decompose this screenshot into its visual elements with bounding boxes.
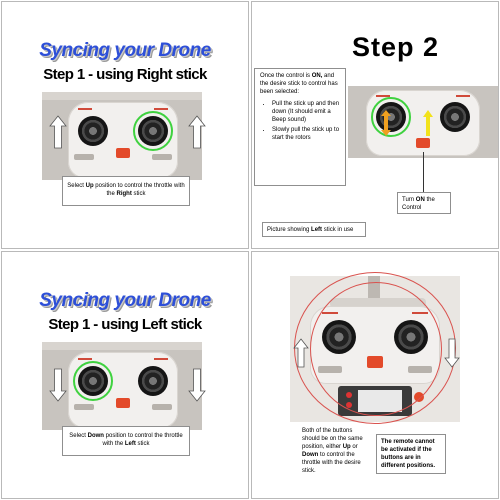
power-button	[116, 148, 130, 158]
instruction-bullet: Slowly pull the stick up to start the ro…	[272, 126, 340, 142]
left-stick-highlight	[73, 361, 113, 401]
left-note: Both of the buttons should be on the sam…	[302, 428, 363, 474]
instructions-box: Once the control is ON, and the desire s…	[254, 68, 346, 186]
right-stick	[440, 102, 470, 132]
left-stick	[78, 116, 108, 146]
left-stick-highlight	[371, 97, 411, 137]
arrow-up-icon	[188, 115, 206, 149]
arrow-down-icon	[444, 338, 460, 368]
panel-buttons-position: Both of the buttons should be on the sam…	[251, 251, 499, 499]
remote-photo	[348, 86, 498, 158]
panel-step2: Step 2 Once the control is ON, and the d…	[251, 1, 499, 249]
arrow-up-icon	[293, 338, 309, 368]
remote-photo	[42, 92, 202, 180]
right-stick-highlight	[133, 111, 173, 151]
warning-note: The remote cannot be activated if the bu…	[376, 434, 446, 474]
arrow-up-icon	[423, 110, 433, 136]
arrow-down-icon	[49, 368, 67, 402]
callout-line	[423, 152, 424, 192]
highlight-oval-inner	[310, 282, 442, 416]
panel-subheading: Step 1 - using Left stick	[48, 316, 202, 333]
panel-heading: Syncing your Drone	[39, 40, 211, 61]
step-title: Step 2	[352, 32, 440, 62]
panel-step1-left-stick: Syncing your Drone Step 1 - using Left s…	[1, 251, 249, 499]
remote-control	[68, 352, 178, 428]
arrow-down-icon	[188, 368, 206, 402]
panel-subheading: Step 1 - using Right stick	[43, 66, 207, 83]
turn-on-box: Turn ON the Control	[397, 192, 451, 214]
up-down-arrow-icon	[381, 110, 391, 136]
panel-heading: Syncing your Drone	[39, 290, 211, 311]
remote-photo	[42, 342, 202, 430]
caption-box: Select Down position to control the thro…	[62, 426, 190, 456]
instruction-bullet: Pull the stick up and then down (It shou…	[272, 100, 340, 124]
picture-caption: Picture showing Left stick in use	[262, 222, 366, 237]
caption-box: Select Up position to control the thrott…	[62, 176, 190, 206]
panel-step1-right-stick: Syncing your Drone Step 1 - using Right …	[1, 1, 249, 249]
power-button	[116, 398, 130, 408]
arrow-up-icon	[49, 115, 67, 149]
remote-control	[68, 102, 178, 178]
right-stick	[138, 366, 168, 396]
power-button	[416, 138, 430, 148]
